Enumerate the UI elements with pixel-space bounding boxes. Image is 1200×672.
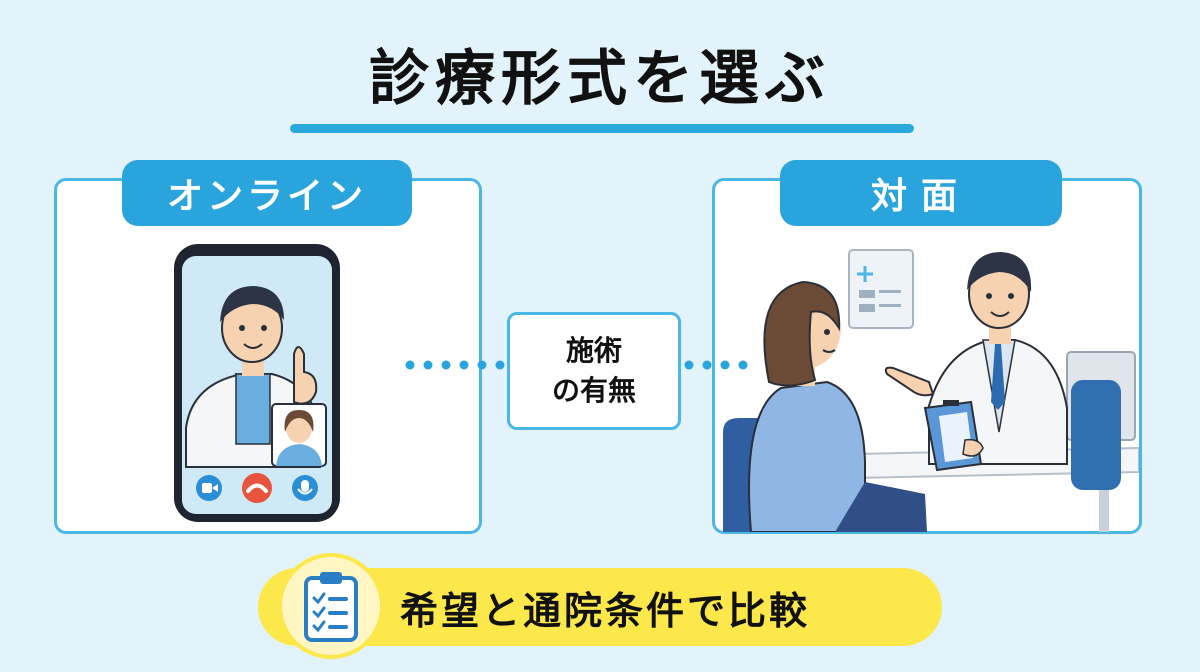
connector-dots-left [405, 360, 505, 370]
online-label: オンライン [122, 160, 412, 226]
comparison-text: 希望と通院条件で比較 [400, 588, 811, 633]
clipboard-checklist-icon [304, 572, 358, 642]
page-title: 診療形式を選ぶ [369, 44, 831, 114]
treatment-availability-box: 施術 の有無 [507, 312, 681, 430]
in-person-consultation-illustration [723, 249, 1139, 532]
center-line-1: 施術 [565, 334, 622, 367]
center-line-2: の有無 [551, 374, 636, 407]
in-person-label: 対面 [780, 160, 1062, 226]
title-underline [290, 124, 914, 133]
connector-dots-right [684, 360, 748, 370]
video-call-phone-illustration [174, 244, 340, 522]
